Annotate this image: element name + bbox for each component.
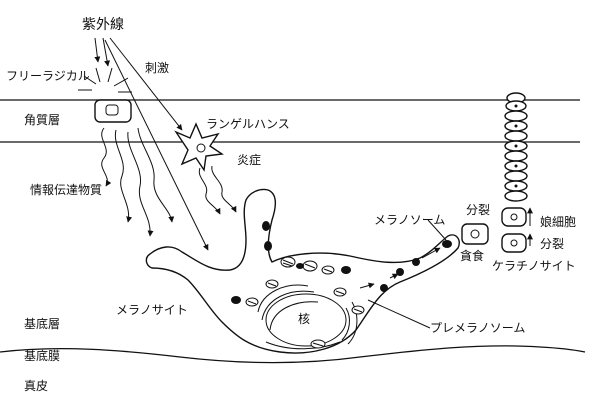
label-keratinocyte: ケラチノサイト: [492, 259, 576, 273]
melanosomes: [231, 221, 452, 304]
uv-arrow-4: [104, 39, 209, 251]
label-basal-layer: 基底層: [24, 317, 61, 331]
premelanosome-pointer: [367, 299, 431, 329]
label-dermis: 真皮: [24, 379, 49, 393]
inflammation-arrow-1: [198, 167, 221, 215]
transport-arrow-3: [421, 247, 441, 259]
label-nucleus: 核: [298, 312, 311, 326]
info-transmitter-arrow-2: [114, 129, 133, 223]
inflammation-arrow-2: [211, 165, 237, 213]
label-daughter-cell: 娘細胞: [540, 215, 577, 229]
label-phagocytosis: 貪食: [460, 249, 485, 263]
premelanosomes: [245, 256, 365, 349]
label-langerhans: ランゲルハンス: [206, 117, 290, 131]
label-melanosome: メラノソーム: [374, 213, 446, 227]
basement-membrane-line: [0, 345, 586, 364]
transport-arrow-2: [389, 273, 399, 280]
uv-arrow-3: [109, 37, 183, 131]
keratinocyte-phagocytosing-nucleus: [470, 229, 480, 239]
label-info-transmitter: 情報伝達物質: [30, 183, 103, 197]
uv-arrow-1: [94, 37, 101, 63]
label-basement-membrane: 基底膜: [24, 349, 61, 363]
melanocyte-nucleus-outline: [265, 293, 347, 347]
info-transmitter-arrow-1: [101, 127, 112, 187]
label-free-radical: フリーラジカル: [6, 69, 90, 83]
free-radical-burst: [78, 67, 132, 93]
uv-arrow-2: [102, 37, 111, 67]
label-stratum-corneum: 角質層: [24, 113, 61, 127]
label-stimulus: 刺激: [145, 61, 170, 75]
info-transmitter-arrow-3: [127, 131, 154, 237]
label-division-bottom: 分裂: [540, 237, 565, 251]
label-inflammation: 炎症: [237, 153, 262, 167]
melanosome-pointer: [427, 219, 447, 241]
keratinocyte-column: [504, 92, 528, 202]
label-premelanosome: プレメラノソーム: [430, 321, 526, 335]
transport-arrow-1: [359, 282, 375, 289]
melanocyte-cell: [145, 188, 460, 354]
langerhans-nucleus: [196, 143, 206, 153]
label-melanocyte: メラノサイト: [116, 303, 188, 317]
label-division-top: 分裂: [466, 203, 491, 217]
corneal-cell-nucleus: [105, 104, 119, 116]
info-transmitter-arrow-4: [137, 127, 175, 223]
label-uv: 紫外線: [82, 17, 124, 33]
